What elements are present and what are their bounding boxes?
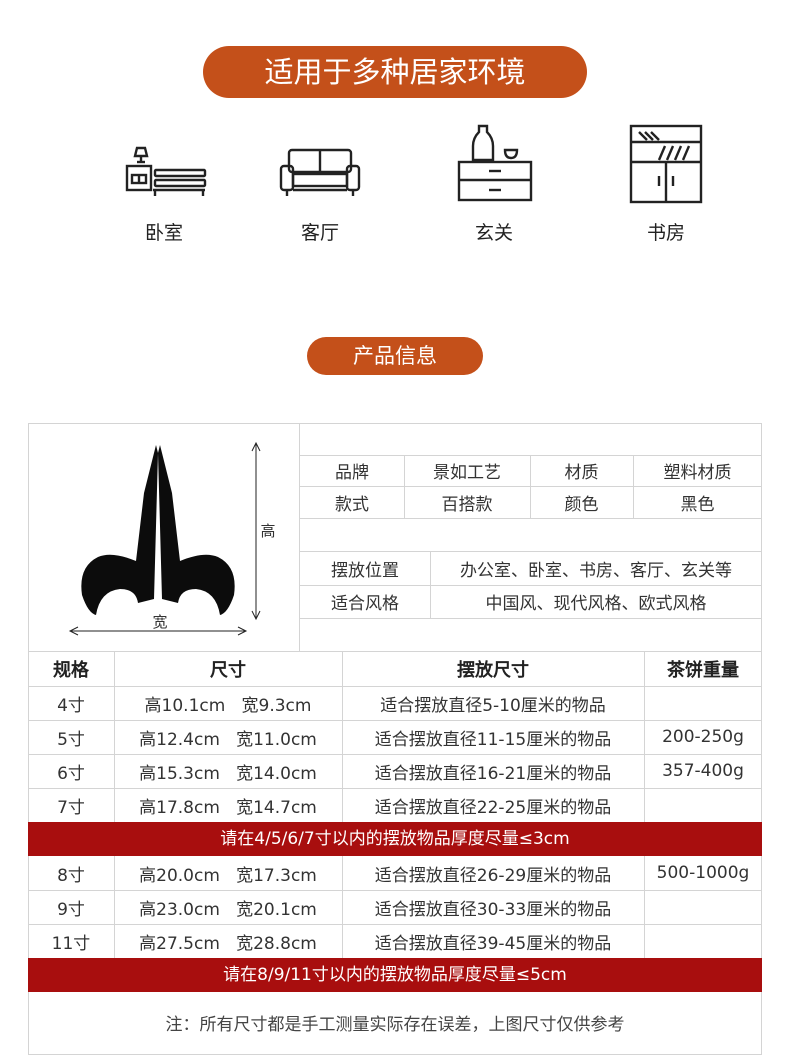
attr-key: 颜色 xyxy=(564,494,599,515)
sofa-icon xyxy=(279,148,361,196)
banner-title: 适用于多种居家环境 xyxy=(203,46,587,98)
row-spec: 8寸 xyxy=(57,865,85,886)
usage-value: 办公室、卧室、书房、客厅、玄关等 xyxy=(460,560,732,581)
row-size: 高15.3cm 宽14.0cm xyxy=(139,763,317,784)
attr-value: 百搭款 xyxy=(441,494,493,515)
height-label: 高 xyxy=(260,521,276,540)
width-label: 宽 xyxy=(152,612,168,631)
row-weight: 200-250g xyxy=(662,727,744,747)
room-entryway: 玄关 xyxy=(434,118,554,245)
usage-key: 适合风格 xyxy=(331,594,399,614)
product-info-table xyxy=(28,423,762,1055)
room-label: 书房 xyxy=(646,222,685,244)
attr-value: 黑色 xyxy=(680,494,715,515)
col-header-spec: 规格 xyxy=(53,659,89,681)
room-study: 书房 xyxy=(606,118,726,245)
row-fit: 适合摆放直径26-29厘米的物品 xyxy=(374,865,612,886)
row-spec: 9寸 xyxy=(57,899,85,920)
info-title: 产品信息 xyxy=(307,337,483,375)
usage-key: 摆放位置 xyxy=(331,560,399,581)
row-fit: 适合摆放直径5-10厘米的物品 xyxy=(380,695,606,716)
row-size: 高27.5cm 宽28.8cm xyxy=(139,933,317,954)
attr-key: 材质 xyxy=(564,463,599,483)
row-spec: 11寸 xyxy=(51,933,91,954)
row-size: 高20.0cm 宽17.3cm xyxy=(139,865,317,886)
col-header-weight: 茶饼重量 xyxy=(667,659,739,681)
footnote: 注：所有尺寸都是手工测量实际存在误差，上图尺寸仅供参考 xyxy=(165,1015,625,1035)
room-living: 客厅 xyxy=(260,118,380,245)
row-spec: 7寸 xyxy=(57,797,85,818)
attr-value: 塑料材质 xyxy=(663,463,732,483)
entryway-cabinet-icon xyxy=(457,124,533,202)
row-fit: 适合摆放直径11-15厘米的物品 xyxy=(374,729,612,750)
row-spec: 4寸 xyxy=(57,695,85,716)
row-fit: 适合摆放直径16-21厘米的物品 xyxy=(374,763,612,784)
row-size: 高10.1cm 宽9.3cm xyxy=(144,695,312,716)
row-spec: 5寸 xyxy=(57,729,85,750)
room-label: 玄关 xyxy=(474,222,513,244)
row-fit: 适合摆放直径39-45厘米的物品 xyxy=(374,933,612,954)
row-size: 高23.0cm 宽20.1cm xyxy=(139,899,317,920)
thickness-notice-large: 请在8/9/11寸以内的摆放物品厚度尽量≤5cm xyxy=(28,958,762,992)
attr-value: 景如工艺 xyxy=(433,463,501,483)
room-bedroom: 卧室 xyxy=(104,118,224,245)
row-size: 高17.8cm 宽14.7cm xyxy=(139,797,317,818)
thickness-notice-small: 请在4/5/6/7寸以内的摆放物品厚度尽量≤3cm xyxy=(28,822,762,856)
row-fit: 适合摆放直径22-25厘米的物品 xyxy=(374,797,612,818)
bookcase-icon xyxy=(629,124,703,204)
col-header-fit: 摆放尺寸 xyxy=(457,659,529,681)
row-weight: 357-400g xyxy=(662,761,744,781)
bedroom-icon xyxy=(125,146,207,196)
row-weight: 500-1000g xyxy=(656,863,750,883)
row-fit: 适合摆放直径30-33厘米的物品 xyxy=(374,899,612,920)
usage-value: 中国风、现代风格、欧式风格 xyxy=(485,594,707,614)
attr-key: 款式 xyxy=(335,494,369,515)
attr-key: 品牌 xyxy=(335,463,369,483)
stand-diagram: 高 宽 xyxy=(28,423,300,651)
room-label: 客厅 xyxy=(300,222,339,244)
plate-stand-illustration xyxy=(68,441,261,636)
col-header-size: 尺寸 xyxy=(210,659,246,681)
row-size: 高12.4cm 宽11.0cm xyxy=(139,729,317,750)
room-label: 卧室 xyxy=(144,222,183,244)
row-spec: 6寸 xyxy=(57,763,85,784)
